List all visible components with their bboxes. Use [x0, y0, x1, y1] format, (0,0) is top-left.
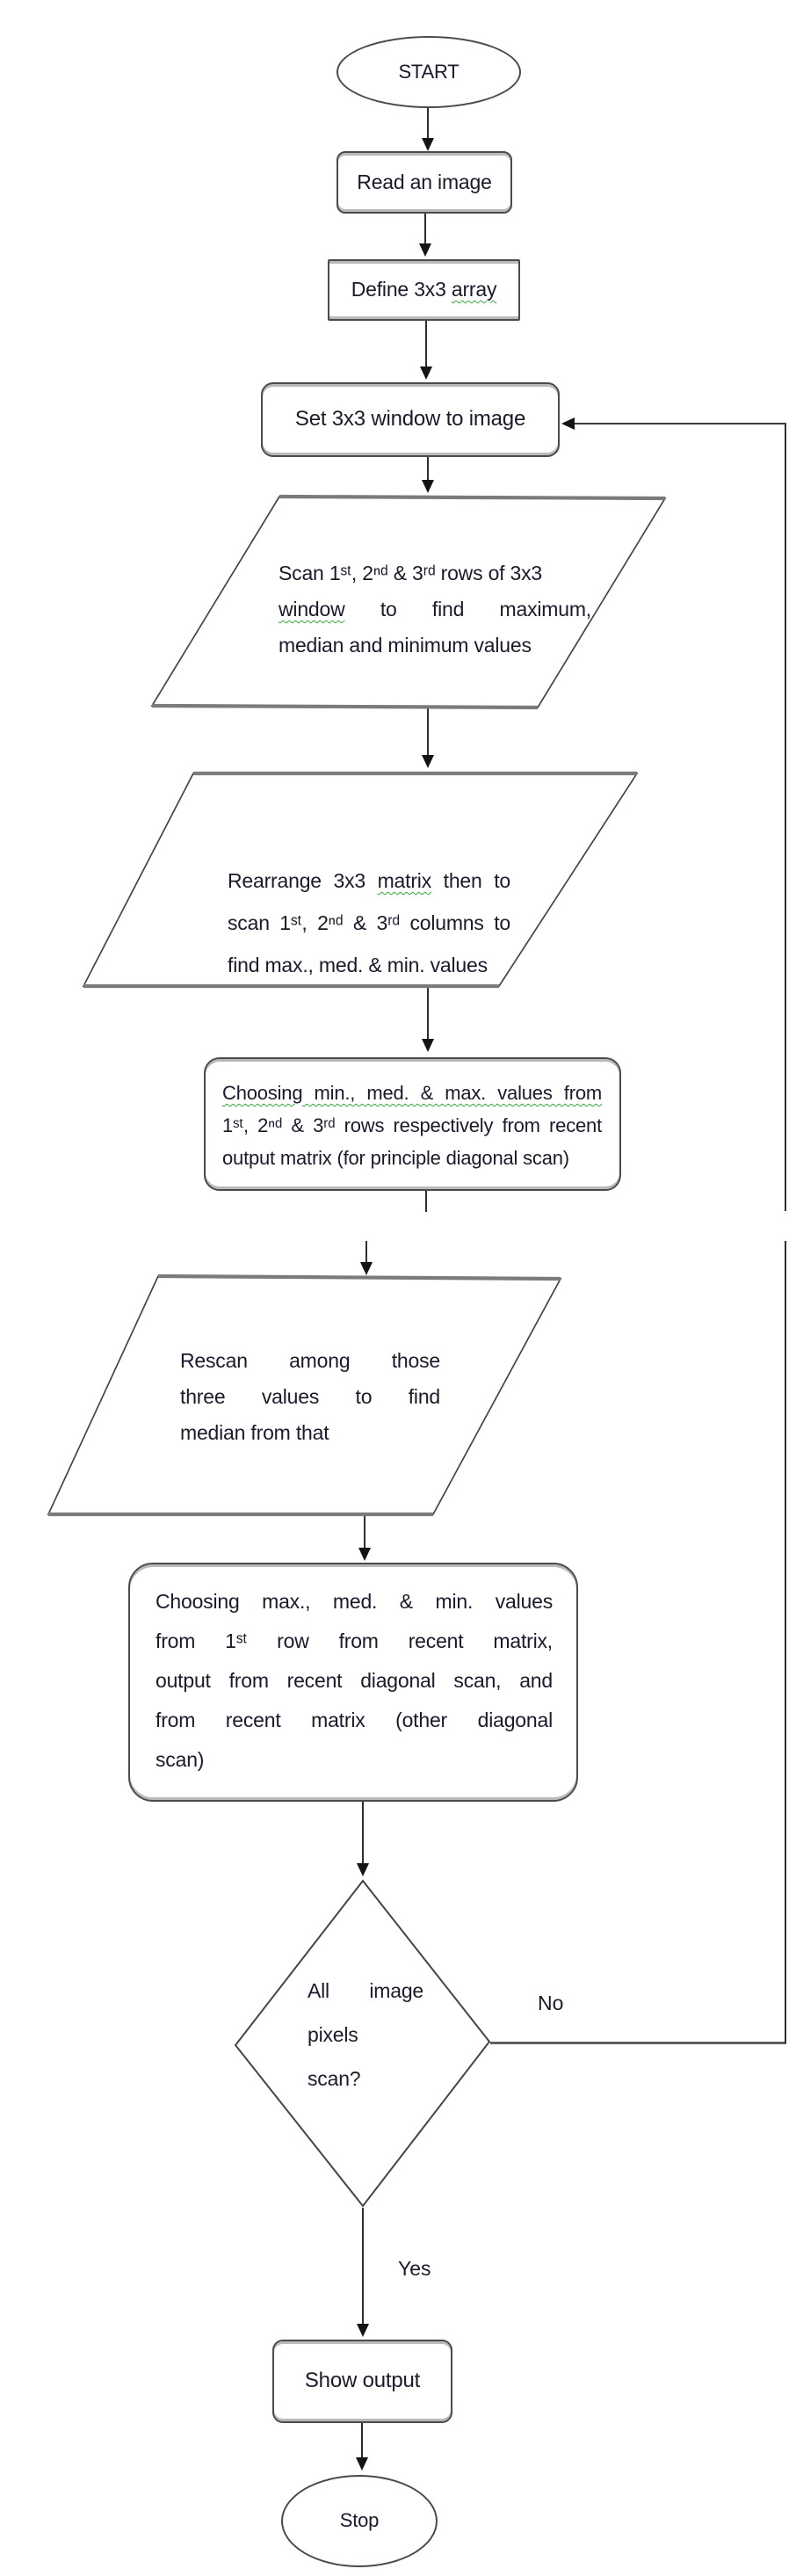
show-output-label: Show output: [304, 2369, 421, 2393]
read-image-label: Read an image: [357, 170, 492, 193]
parallelogram-rescan: [47, 1273, 562, 1517]
stop-label: Stop: [339, 2509, 380, 2532]
connector-read-define: [424, 214, 426, 245]
spellcheck-squiggle: window: [279, 598, 345, 620]
connector-show-stop: [361, 2423, 363, 2459]
connector-decision-show: [362, 2208, 364, 2326]
define-array-label: Define 3x3 array: [351, 278, 497, 301]
node-define-array: Define 3x3 array: [328, 259, 520, 321]
edge-no-vertical-lower: [785, 1241, 786, 2043]
connector-choosemax-decision: [362, 1802, 364, 1865]
arrowhead-show-stop: [356, 2457, 368, 2471]
edge-no-vertical-upper: [785, 423, 786, 1211]
parallelogram-rearrange: [82, 771, 639, 989]
connector-define-setwin: [425, 321, 427, 367]
connector-rescan-choosemax: [364, 1514, 365, 1549]
edge-no-horizontal: [490, 2042, 786, 2044]
node-rescan-text: Rescan among those three values to find …: [180, 1349, 440, 1444]
start-label: START: [398, 60, 460, 83]
diamond-all-pixels-scan: [234, 1879, 491, 2208]
node-decision-text: All image pixels scan?: [308, 1979, 423, 2090]
connector-rearrange-choosemin: [427, 986, 429, 1041]
arrowhead-scanrows-rearrange: [422, 755, 434, 768]
arrowhead-choosemax-decision: [357, 1863, 369, 1876]
node-choose-min-med-max-text: Choosing min., med. & max. values from 1…: [222, 1077, 602, 1174]
node-choose-min-med-max: [204, 1057, 621, 1191]
edge-no-return-horizontal: [573, 423, 786, 424]
spellcheck-squiggle-line: Choosing min., med. & max. values from: [222, 1082, 602, 1104]
connector-setwin-scanrows: [427, 457, 429, 482]
node-rearrange-text: Rearrange 3x3 matrix then to scan 1ˢᵗ, 2…: [228, 869, 510, 976]
connector-start-read: [427, 108, 429, 140]
spellcheck-squiggle: matrix: [377, 869, 432, 892]
arrowhead-define-setwin: [420, 366, 432, 380]
node-choose-max-med-min-text: Choosing max., med. & min. values from 1…: [156, 1590, 553, 1771]
arrowhead-decision-show: [357, 2324, 369, 2337]
parallelogram-scan-rows: [150, 494, 667, 710]
connector-choosemin-rescan-lower: [365, 1241, 367, 1264]
node-stop: Stop: [281, 2475, 438, 2567]
node-read-image: Read an image: [336, 151, 512, 214]
spellcheck-squiggle: array: [451, 278, 497, 301]
arrowhead-start-read: [422, 138, 434, 151]
node-scan-rows-text: Scan 1ˢᵗ, 2ⁿᵈ & 3ʳᵈ rows of 3x3 window t…: [279, 562, 591, 657]
arrowhead-setwin-scanrows: [422, 480, 434, 493]
arrowhead-choosemin-rescan: [360, 1262, 373, 1275]
label-yes: Yes: [398, 2257, 431, 2280]
arrowhead-no-return: [561, 417, 575, 430]
arrowhead-read-define: [419, 243, 431, 257]
node-choose-max-med-min: [128, 1563, 578, 1802]
connector-scanrows-rearrange: [427, 707, 429, 757]
node-set-window: Set 3x3 window to image: [261, 382, 560, 457]
arrowhead-rescan-choosemax: [358, 1548, 371, 1561]
connector-choosemin-rescan-upper: [425, 1191, 427, 1212]
set-window-label: Set 3x3 window to image: [294, 407, 526, 432]
label-no: No: [538, 1992, 564, 2014]
arrowhead-rearrange-choosemin: [422, 1039, 434, 1052]
node-show-output: Show output: [272, 2340, 452, 2423]
node-start: START: [336, 36, 521, 108]
